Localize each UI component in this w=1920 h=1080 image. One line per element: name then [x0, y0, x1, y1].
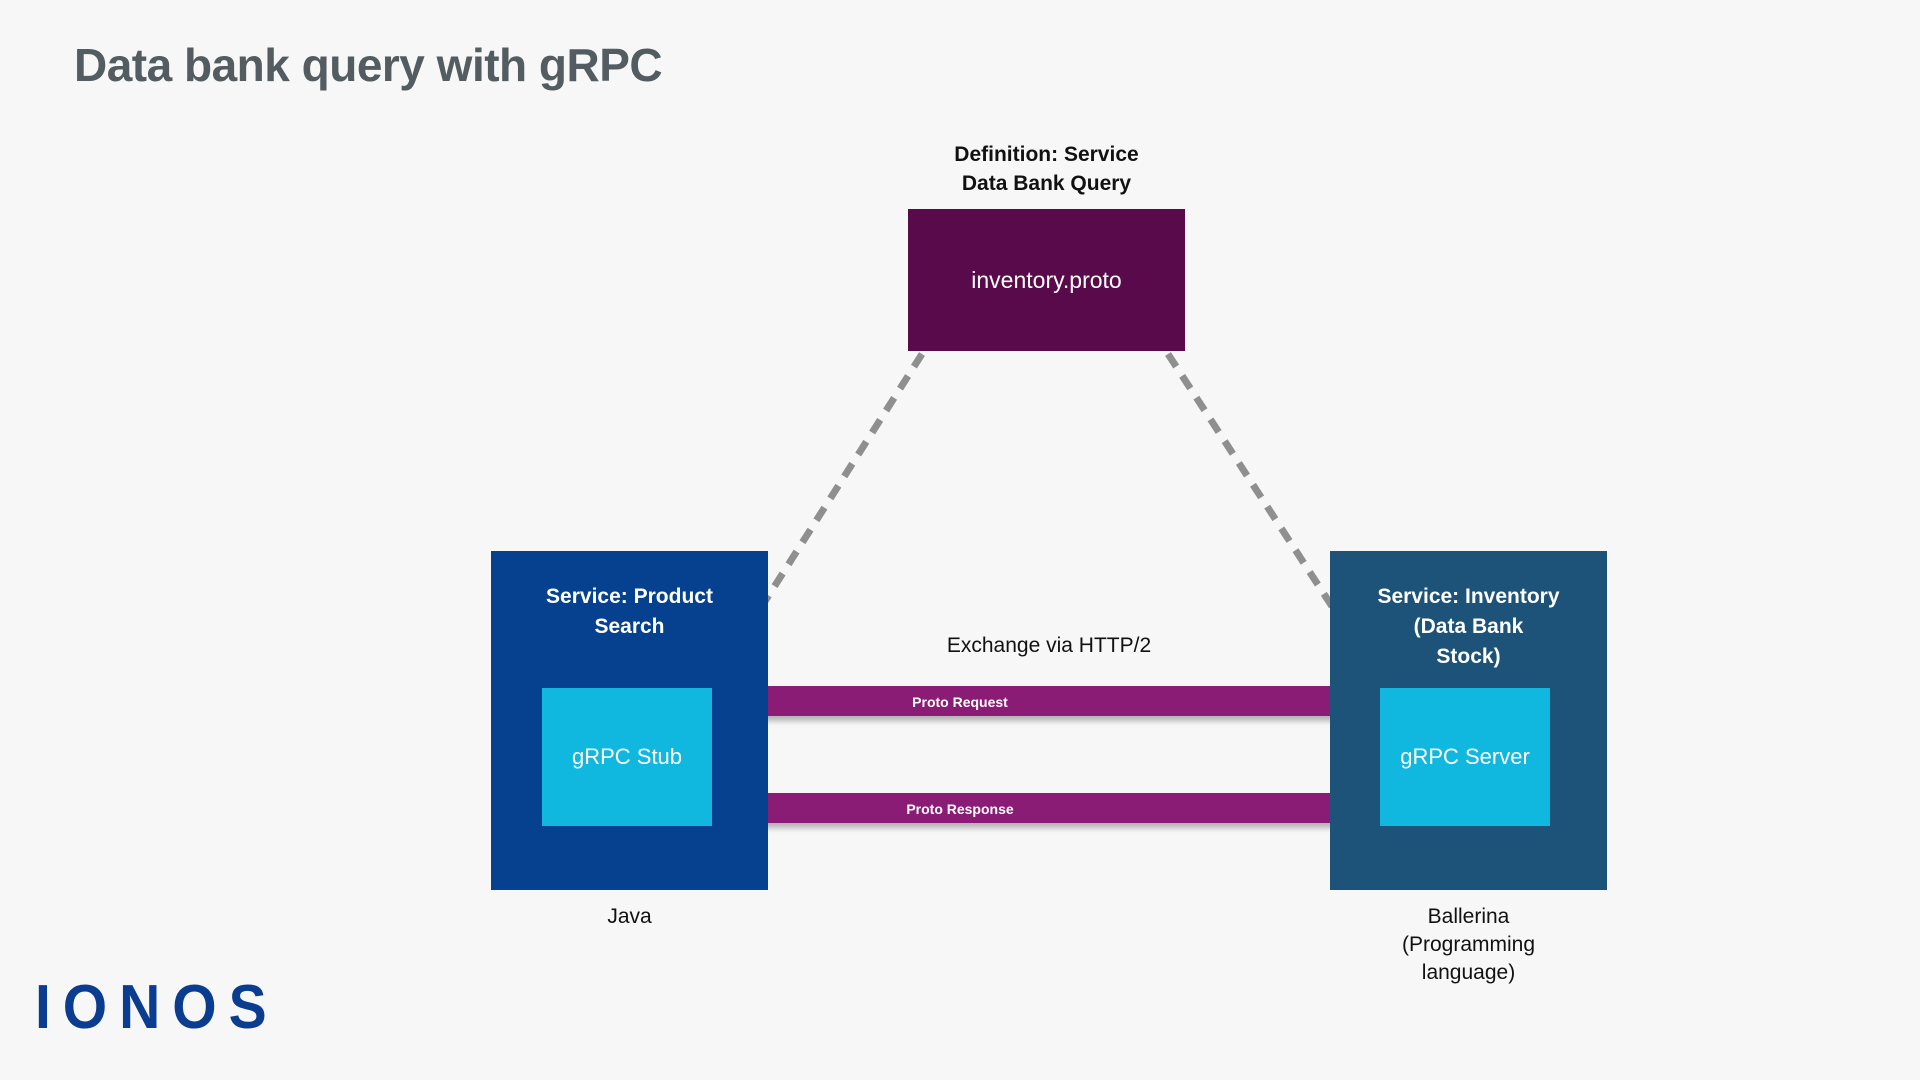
caption-ballerina: Ballerina (Programming language) [1311, 903, 1626, 987]
definition-caption: Definition: Service Data Bank Query [908, 140, 1185, 198]
service-box-product-search[interactable]: Service: Product Search gRPC Stub [491, 551, 768, 890]
service-title-line2: Search [594, 615, 665, 638]
grpc-stub-label: gRPC Stub [571, 744, 683, 769]
proto-request-label: Proto Request [912, 694, 1008, 710]
proto-definition-box[interactable]: inventory.proto [908, 209, 1185, 351]
service-title-line3: Stock) [1436, 645, 1501, 668]
grpc-server-label: gRPC Server [1400, 744, 1530, 769]
page-title: Data bank query with gRPC [74, 39, 663, 91]
connector-to-grpc-stub-icon [709, 352, 925, 688]
caption-ballerina-line1: Ballerina [1427, 905, 1510, 928]
service-box-inventory[interactable]: Service: Inventory (Data Bank Stock) gRP… [1330, 551, 1607, 890]
proto-request-arrow [712, 672, 1388, 730]
caption-ballerina-line2: (Programming [1401, 933, 1536, 956]
service-title-product-search: Service: Product Search [499, 582, 760, 642]
proto-response-label: Proto Response [906, 801, 1014, 817]
service-title-inventory: Service: Inventory (Data Bank Stock) [1338, 582, 1599, 672]
proto-file-label: inventory.proto [971, 266, 1122, 293]
grpc-server-box[interactable]: gRPC Server [1380, 688, 1550, 826]
grpc-stub-box[interactable]: gRPC Stub [542, 688, 712, 826]
definition-caption-line2: Data Bank Query [961, 172, 1132, 195]
definition-caption-line1: Definition: Service [954, 143, 1139, 166]
service-title-line1: Service: Product [546, 585, 713, 608]
caption-java: Java [607, 905, 652, 928]
caption-ballerina-line3: language) [1421, 961, 1516, 984]
service-title-line1: Service: Inventory [1377, 585, 1560, 608]
service-title-line2: (Data Bank [1413, 615, 1524, 638]
proto-response-arrow [712, 779, 1380, 837]
ionos-logo: IONOS [35, 973, 279, 1042]
exchange-caption: Exchange via HTTP/2 [946, 634, 1152, 657]
